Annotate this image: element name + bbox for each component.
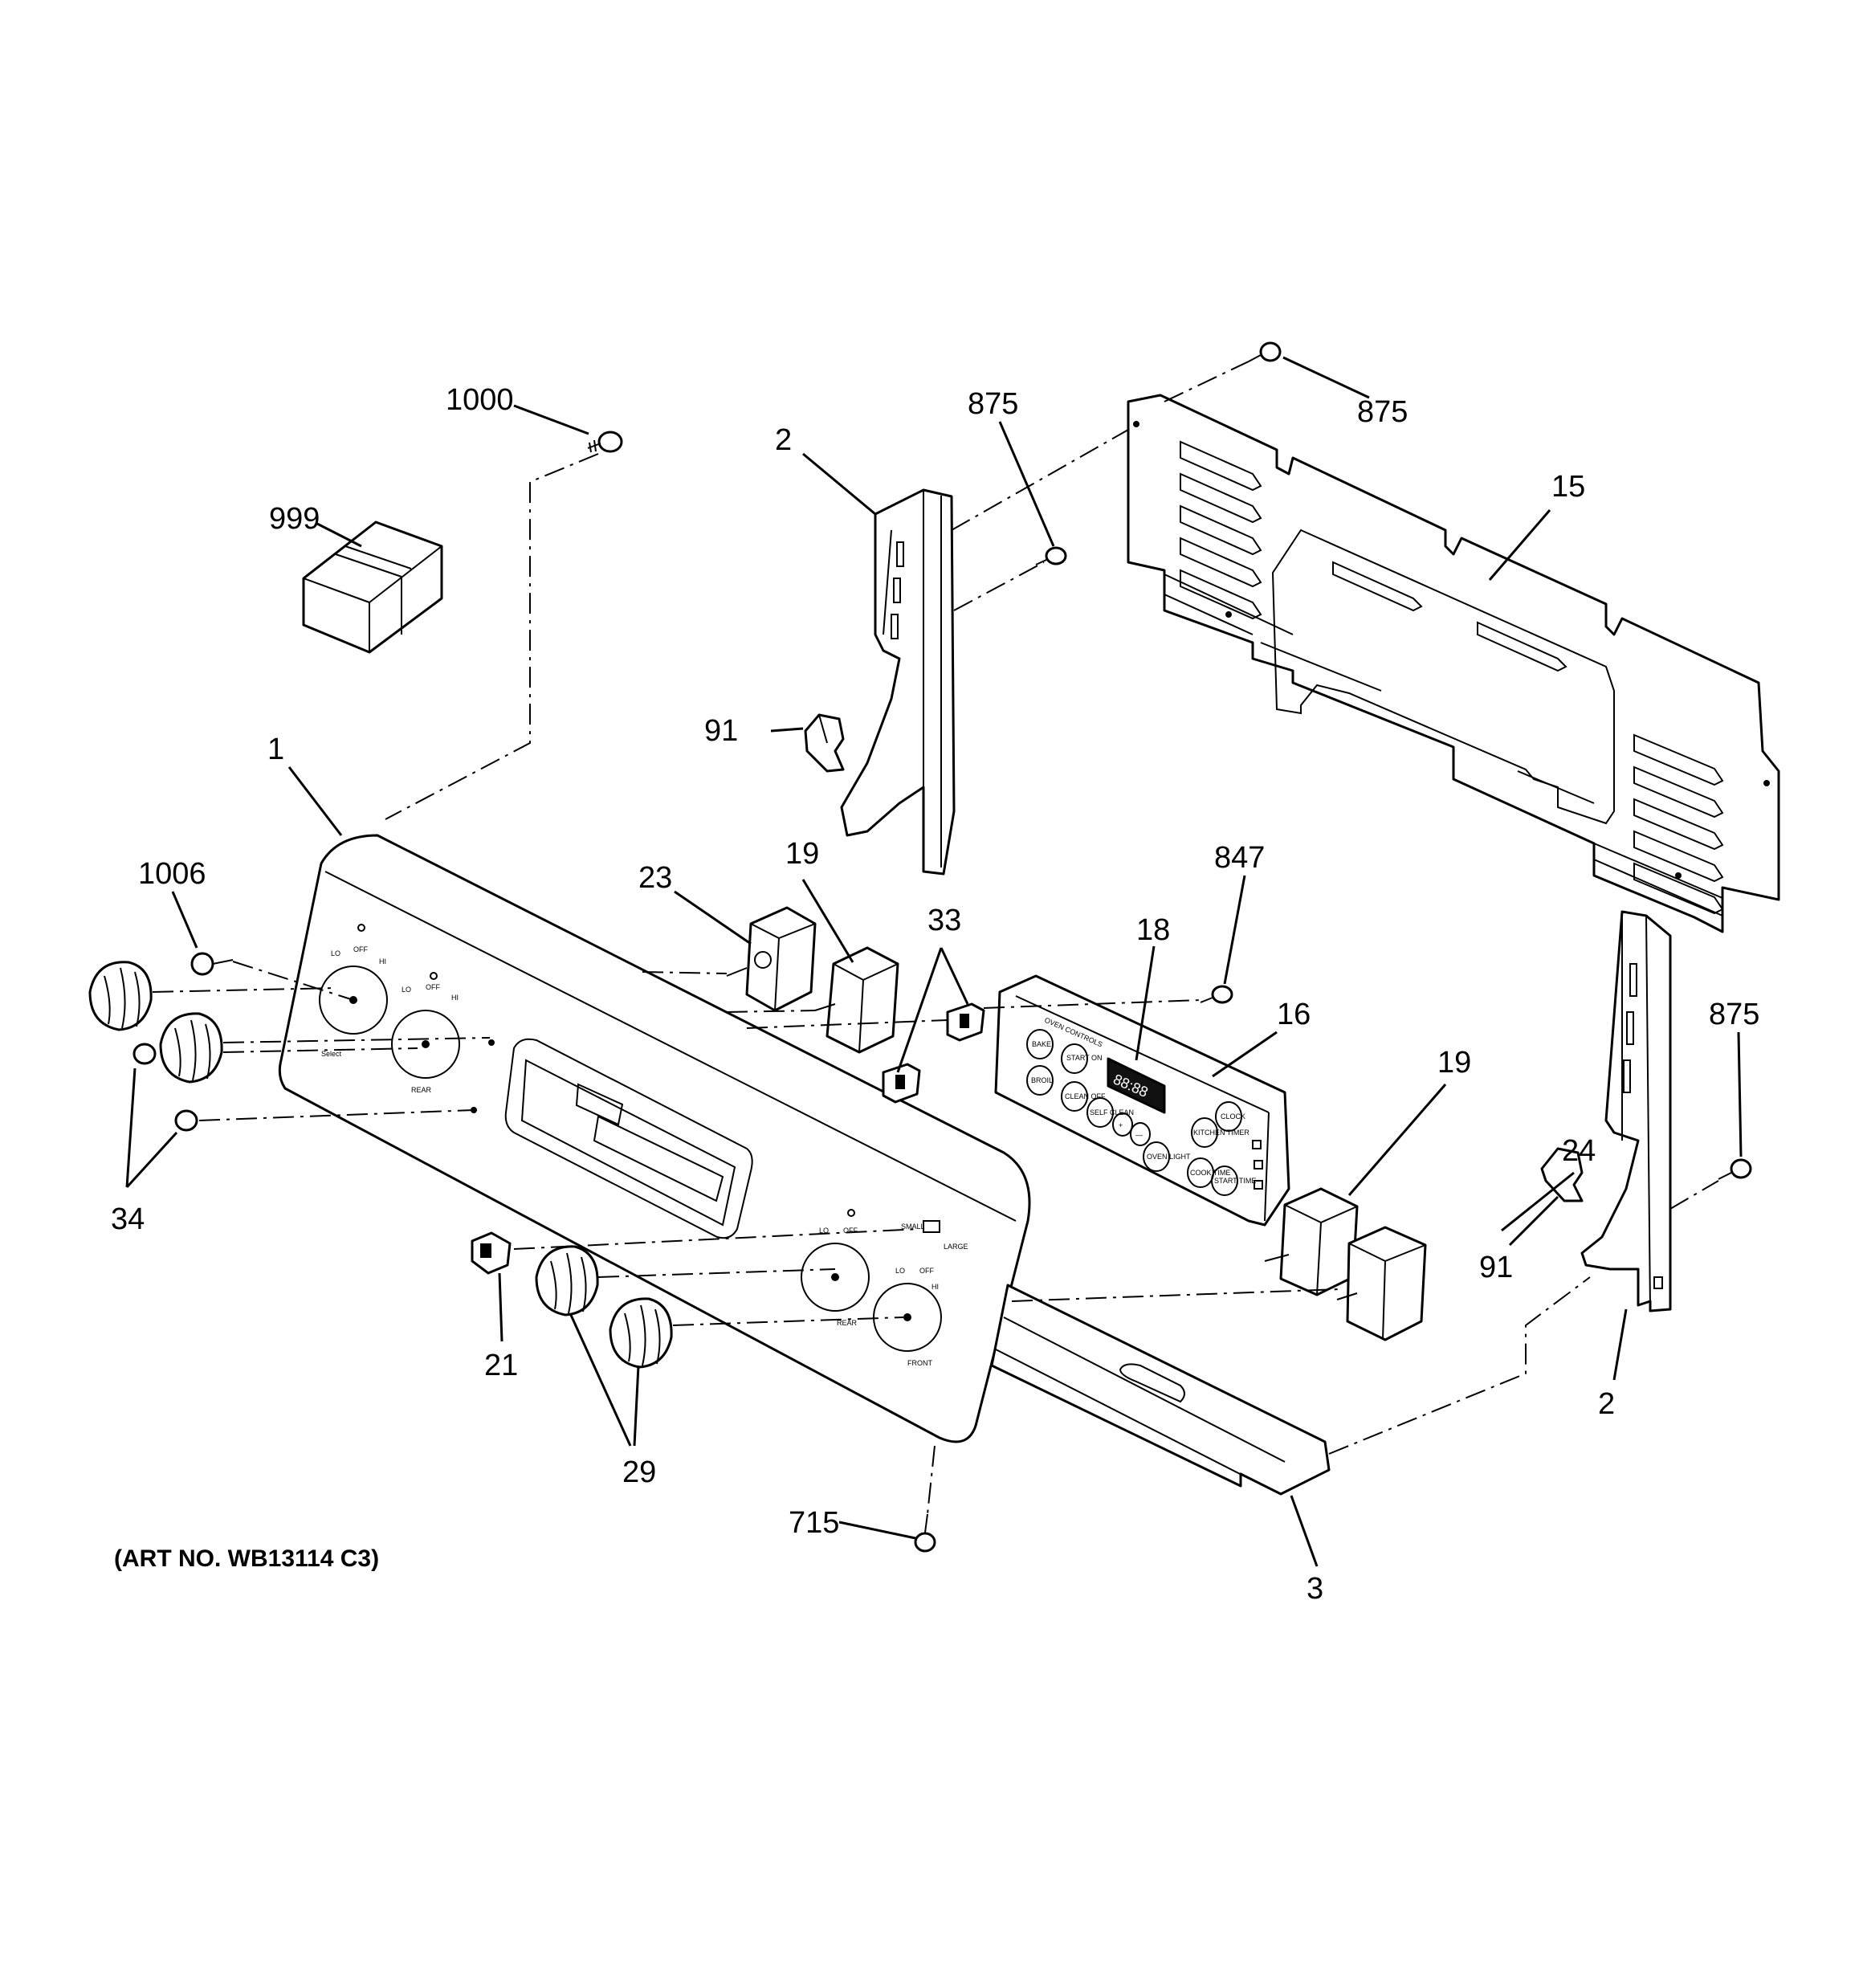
callout-2-right: 2 xyxy=(1598,1387,1615,1421)
dial-large-text: LARGE xyxy=(944,1243,968,1251)
callout-1006: 1006 xyxy=(138,857,206,891)
callout-91-right: 91 xyxy=(1479,1251,1513,1284)
part-21-light xyxy=(471,1231,512,1275)
callout-91-left: 91 xyxy=(704,714,738,748)
part-16-control-board: OVEN CONTROLS 88:88 BAKE BROIL START ON … xyxy=(994,974,1290,1227)
part-2-right-end-cap xyxy=(1580,910,1672,1312)
part-847-screw xyxy=(1200,985,1233,1004)
callout-16: 16 xyxy=(1277,998,1311,1031)
minus-text: — xyxy=(1135,1131,1143,1139)
part-19-switch-a xyxy=(814,946,899,1054)
oven-light-text: OVEN LIGHT xyxy=(1147,1153,1191,1161)
bake-text: BAKE xyxy=(1032,1040,1051,1048)
knob-left-lower xyxy=(159,1012,223,1084)
dial-lo-text: LO xyxy=(331,949,340,957)
control-buttons: BAKE BROIL START ON CLEAN OFF SELF CLEAN… xyxy=(1026,1029,1256,1196)
part-2-left-end-cap xyxy=(840,488,956,876)
dial-small-text: SMALL xyxy=(901,1223,925,1231)
part-875-screw-b xyxy=(1248,341,1282,362)
callout-1000: 1000 xyxy=(446,383,514,417)
callout-875-c: 875 xyxy=(1709,998,1759,1031)
callout-3: 3 xyxy=(1307,1572,1323,1606)
callout-875-b: 875 xyxy=(1357,395,1408,429)
panel-dial-left-2: LO OFF HI REAR xyxy=(391,983,460,1094)
callout-23: 23 xyxy=(638,861,672,895)
callout-29: 29 xyxy=(622,1455,656,1489)
callout-999: 999 xyxy=(269,502,320,536)
part-23-infinite-switch xyxy=(726,906,817,1012)
kitchen-timer-text: KITCHEN TIMER xyxy=(1193,1129,1249,1137)
callout-21: 21 xyxy=(484,1349,518,1382)
dial-hi-text-2: HI xyxy=(451,994,459,1002)
clock-text: CLOCK xyxy=(1221,1112,1245,1121)
dial-rear-text-2: REAR xyxy=(837,1319,858,1327)
dial-hi-text: HI xyxy=(379,957,386,965)
part-29-knob-upper xyxy=(535,1245,599,1316)
dial-lo-text-4: LO xyxy=(895,1267,905,1275)
callout-2-left: 2 xyxy=(775,423,792,457)
dial-off-text-4: OFF xyxy=(919,1267,934,1275)
part-91-left-clip xyxy=(804,713,845,773)
callout-15: 15 xyxy=(1551,470,1585,504)
callout-1: 1 xyxy=(267,733,284,766)
clean-off-text: CLEAN OFF xyxy=(1065,1092,1106,1100)
part-15-vents-left xyxy=(1180,440,1262,620)
broil-text: BROIL xyxy=(1031,1076,1053,1084)
part-875-screw-a xyxy=(1035,546,1067,565)
part-715-screw xyxy=(914,1513,936,1553)
cook-time-text: COOK TIME xyxy=(1190,1169,1230,1177)
part-1006-screw xyxy=(190,952,234,976)
knob-left-upper xyxy=(88,961,153,1031)
start-time-text: START TIME xyxy=(1214,1177,1256,1185)
part-999-box xyxy=(302,520,443,654)
dial-off-text-3: OFF xyxy=(843,1227,858,1235)
part-15-back-panel xyxy=(1127,394,1780,933)
callout-875-a: 875 xyxy=(968,387,1018,421)
panel-dial-right-2: LO OFF HI FRONT xyxy=(873,1267,942,1367)
dial-off-text-2: OFF xyxy=(426,983,440,991)
plus-text: + xyxy=(1119,1121,1123,1129)
part-29-knob-lower xyxy=(609,1297,673,1369)
callout-715: 715 xyxy=(789,1506,839,1540)
assembly-lines xyxy=(152,361,1719,1515)
dial-lo-text-3: LO xyxy=(819,1227,829,1235)
panel-dial-right-1: LO OFF REAR xyxy=(801,1227,870,1327)
start-on-text: START ON xyxy=(1066,1054,1103,1062)
part-875-screw-c xyxy=(1718,1158,1752,1180)
part-24-switch xyxy=(1336,1226,1427,1341)
part-91-right-clip xyxy=(1540,1147,1584,1202)
part-15-vents-right xyxy=(1633,733,1724,915)
part-19-switch-b xyxy=(1264,1187,1359,1296)
callout-labels: 1000 999 1 1006 34 2 91 875 875 15 23 19… xyxy=(111,383,1759,1606)
part-3-trim xyxy=(990,1284,1331,1496)
dial-rear-text: REAR xyxy=(411,1086,432,1094)
callout-34: 34 xyxy=(111,1202,145,1236)
callout-19-a: 19 xyxy=(785,837,819,871)
callout-18: 18 xyxy=(1136,913,1170,947)
callout-33: 33 xyxy=(927,904,961,937)
dial-front-text: FRONT xyxy=(907,1359,932,1367)
dial-off-text: OFF xyxy=(353,945,368,953)
part-1-backsplash: LO OFF HI LO OFF HI REAR Select LO OFF R… xyxy=(278,834,1031,1443)
leader-lines xyxy=(125,356,1743,1567)
part-34-plugs xyxy=(132,1043,198,1132)
callout-847: 847 xyxy=(1214,841,1265,875)
art-number: (ART NO. WB13114 C3) xyxy=(114,1545,379,1572)
dial-lo-text-2: LO xyxy=(402,986,411,994)
part-33-switches xyxy=(882,1002,985,1104)
part-1000-screw xyxy=(587,431,623,453)
callout-19-b: 19 xyxy=(1437,1046,1471,1080)
dial-select-text: Select xyxy=(321,1050,342,1058)
callout-24: 24 xyxy=(1562,1134,1596,1168)
self-clean-text: SELF CLEAN xyxy=(1090,1108,1134,1116)
dial-hi-text-4: HI xyxy=(932,1283,939,1291)
